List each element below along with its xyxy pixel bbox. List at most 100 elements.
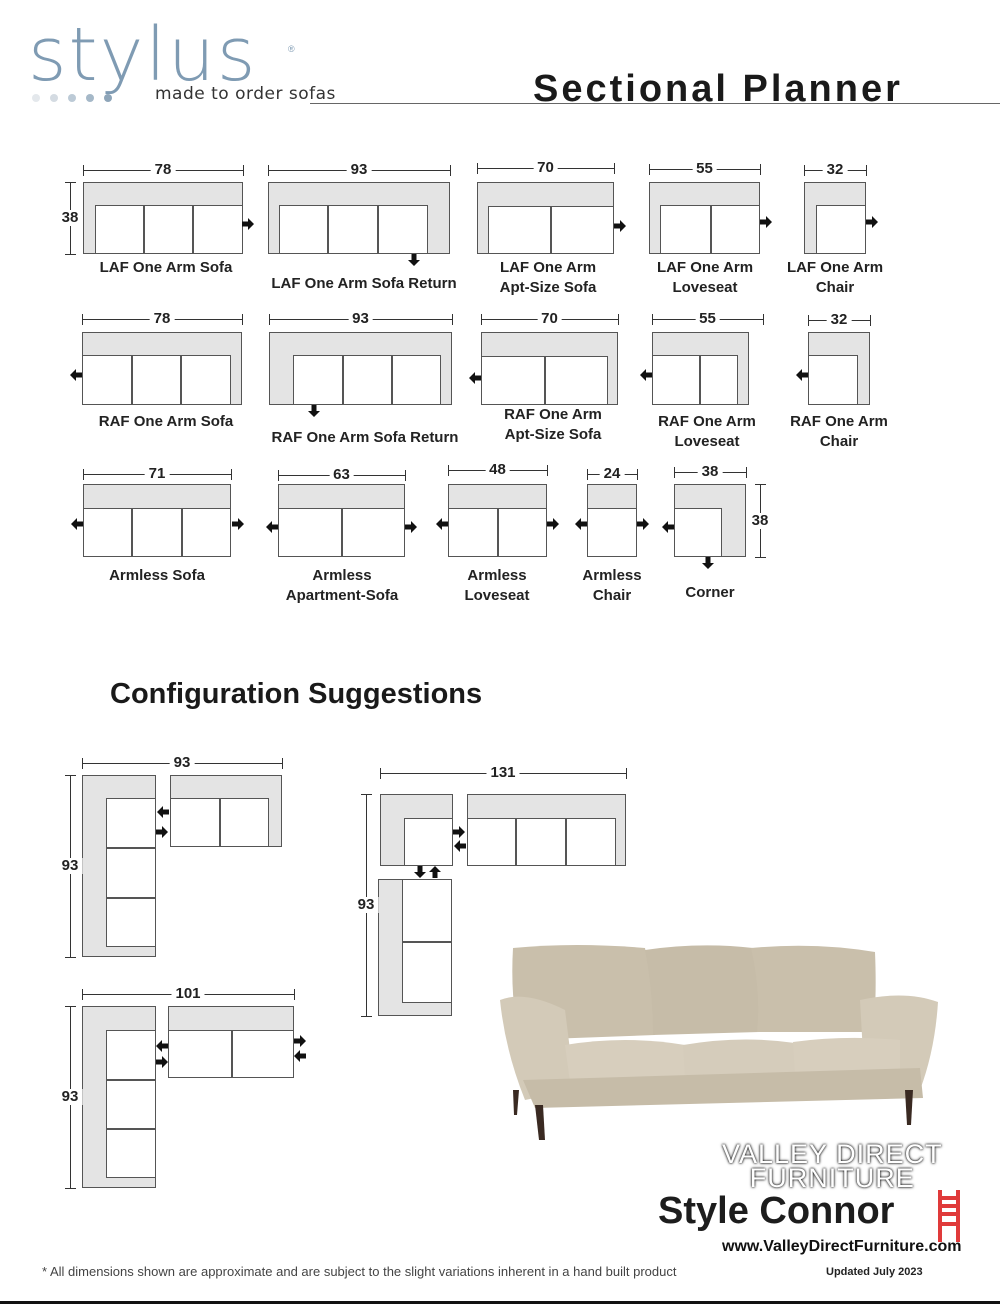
seat-cushion (481, 356, 545, 405)
seat-cushion (279, 205, 328, 254)
seat-cushion (106, 1129, 156, 1178)
dimension-tick (637, 469, 638, 480)
dimension-tick (760, 164, 761, 175)
piece-label: LAF One Arm (786, 259, 884, 276)
seat-cushion (402, 942, 452, 1003)
connector-arrow-left-icon (796, 369, 808, 381)
connector-arrow-right-icon (242, 218, 254, 230)
seat-cushion (551, 206, 614, 254)
connector-arrow-right-icon (156, 1056, 168, 1068)
piece-label: RAF One Arm (658, 413, 756, 430)
connector-arrow-right-icon (405, 521, 417, 533)
seat-cushion (182, 508, 231, 557)
seat-cushion (545, 356, 608, 405)
dimension-tick (361, 794, 372, 795)
seat-cushion (516, 818, 566, 866)
dimension-tick (65, 957, 76, 958)
watermark-line2: FURNITURE (749, 1163, 915, 1193)
dimension-label: 101 (171, 986, 205, 1002)
dimension-tick (294, 989, 295, 1000)
dimension-tick (755, 557, 766, 558)
seat-cushion (488, 206, 551, 254)
seat-cushion (566, 818, 616, 866)
dimension-tick (82, 314, 83, 325)
piece-label: RAF One Arm (790, 413, 888, 430)
connector-arrow-right-icon (760, 216, 772, 228)
dimension-label: 93 (346, 162, 372, 178)
dimension-tick (808, 315, 809, 326)
dimension-label: 93 (57, 1089, 83, 1105)
dimension-tick (65, 1006, 76, 1007)
dimension-tick (83, 165, 84, 176)
piece-label: LAF One Arm Sofa (99, 259, 233, 276)
dimension-label: 32 (826, 312, 852, 328)
connector-arrow-right-icon (614, 220, 626, 232)
seat-cushion (95, 205, 144, 254)
seat-cushion (293, 355, 343, 405)
dimension-tick (481, 314, 482, 325)
piece-label: RAF One Arm Sofa (98, 413, 234, 430)
connector-arrow-left-icon (454, 840, 466, 852)
registered-mark: ® (288, 44, 295, 54)
dimension-tick (282, 758, 283, 769)
connector-arrow-right-icon (156, 826, 168, 838)
dimension-tick (626, 768, 627, 779)
connector-arrow-right-icon (453, 826, 465, 838)
seat-cushion (342, 508, 405, 557)
piece-label: Armless (312, 567, 372, 584)
dimension-tick (243, 165, 244, 176)
connector-arrow-left-icon (157, 806, 169, 818)
dimension-label: 70 (533, 160, 558, 176)
piece-label: Apt-Size Sofa (504, 426, 602, 443)
dimension-label: 48 (485, 462, 510, 478)
connector-arrow-right-icon (232, 518, 244, 530)
chair-logo-icon (938, 1190, 960, 1242)
connector-arrow-down-icon (408, 254, 420, 266)
connector-arrow-down-icon (308, 405, 320, 417)
piece-label: Chair (592, 587, 632, 604)
page-title: Sectional Planner (533, 68, 903, 110)
piece-label: Armless Sofa (109, 567, 205, 584)
seat-cushion (816, 205, 866, 254)
style-name: Style Connor (658, 1190, 895, 1232)
dimension-tick (231, 469, 232, 480)
dimension-tick (405, 470, 406, 481)
dimension-tick (269, 314, 270, 325)
dimension-tick (361, 1016, 372, 1017)
dimension-label: 93 (169, 755, 195, 771)
seat-cushion (106, 1080, 156, 1129)
dimension-label: 78 (149, 311, 175, 327)
connector-arrow-up-icon (429, 866, 441, 878)
watermark-url: www.ValleyDirectFurniture.com (722, 1238, 962, 1255)
piece-label: Chair (819, 433, 859, 450)
seat-cushion (467, 818, 516, 866)
piece-label: LAF One Arm (656, 259, 754, 276)
brand-logo: stylus (28, 12, 258, 98)
piece-label: RAF One Arm (504, 406, 602, 423)
dimension-label: 93 (57, 858, 83, 874)
seat-cushion (404, 818, 453, 866)
dimension-tick (268, 165, 269, 176)
piece-label: LAF One Arm (499, 259, 597, 276)
seat-cushion (82, 355, 132, 405)
connector-arrow-left-icon (294, 1050, 306, 1062)
dimension-tick (866, 165, 867, 176)
seat-cushion (106, 848, 156, 898)
piece-label: Loveseat (674, 433, 740, 450)
dimension-tick (746, 467, 747, 478)
seat-cushion (170, 798, 220, 847)
seat-cushion (378, 205, 428, 254)
seat-cushion (808, 355, 858, 405)
dimension-label: 24 (599, 466, 625, 482)
connector-arrow-right-icon (294, 1035, 306, 1047)
seat-cushion (652, 355, 700, 405)
dimension-tick (755, 484, 766, 485)
dimension-tick (380, 768, 381, 779)
dimension-label: 63 (329, 467, 354, 483)
seat-cushion (106, 1030, 156, 1080)
dimension-tick (618, 314, 619, 325)
dimension-tick (83, 469, 84, 480)
connector-arrow-left-icon (70, 369, 82, 381)
seat-cushion (392, 355, 441, 405)
dimension-label: 93 (353, 897, 379, 913)
